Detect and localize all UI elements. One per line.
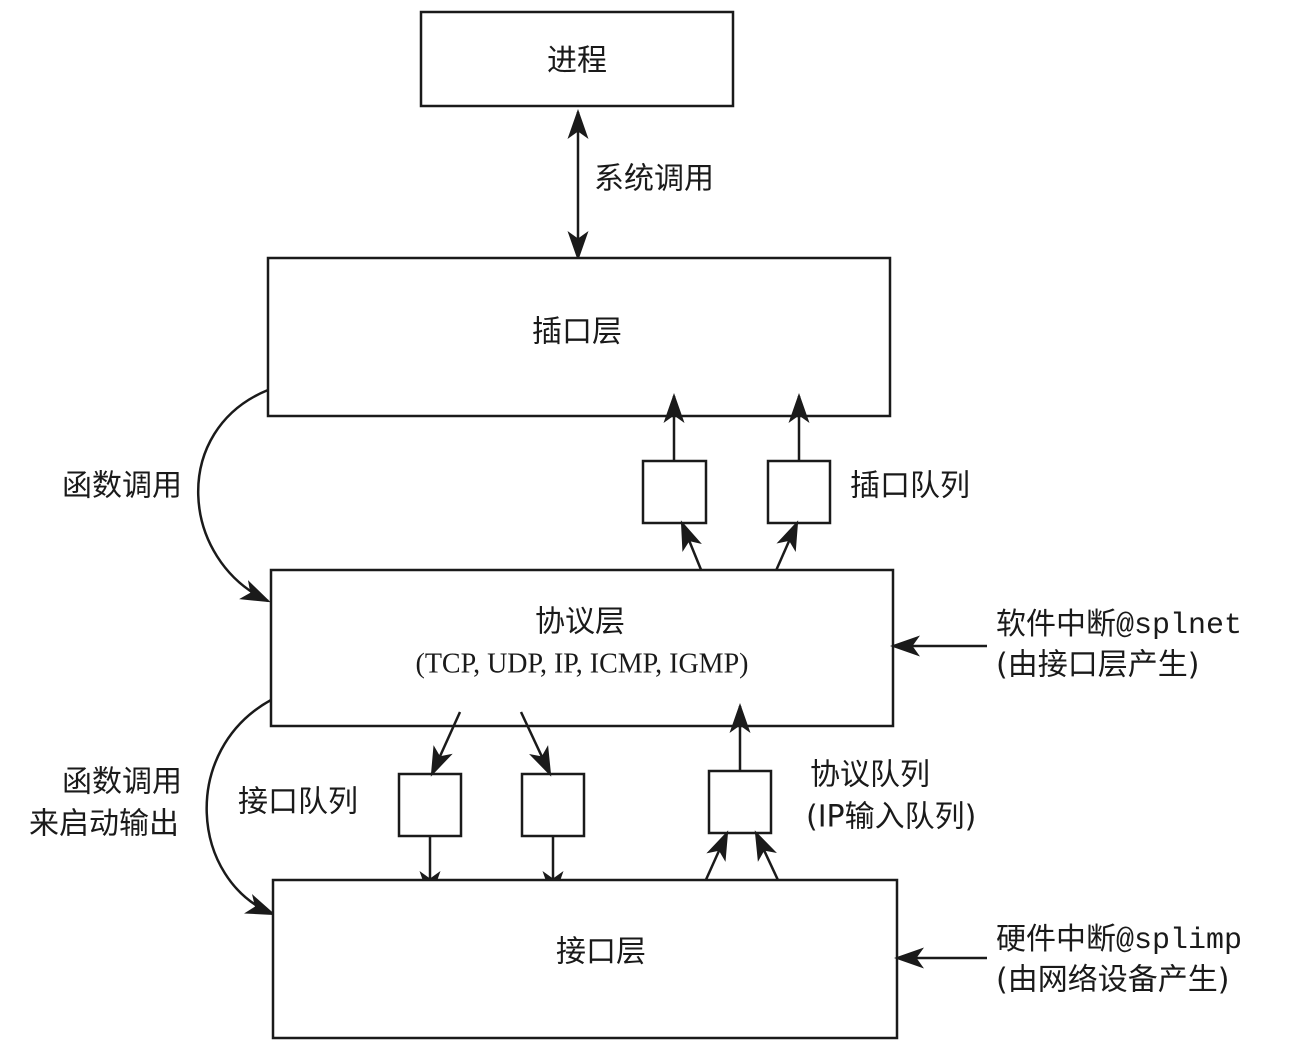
socket-layer-label: 插口层 bbox=[532, 315, 622, 350]
function-call-curve bbox=[196, 388, 271, 603]
interface-queue-in-arrow-2 bbox=[519, 711, 552, 777]
function-call-output-label-line2: 来启动输出 bbox=[29, 807, 179, 842]
function-call-label: 函数调用 bbox=[62, 469, 182, 504]
interface-layer-label: 接口层 bbox=[556, 935, 646, 970]
hardware-interrupt-code: @splimp bbox=[1116, 924, 1242, 958]
hardware-interrupt-label: 硬件中断@splimp bbox=[996, 922, 1242, 958]
hardware-interrupt-prefix: 硬件中断 bbox=[996, 922, 1116, 957]
process-box: 进程 bbox=[419, 10, 735, 108]
protocol-queue-box bbox=[707, 769, 773, 835]
function-call-output-curve bbox=[205, 698, 276, 916]
interface-layer-box: 接口层 bbox=[271, 878, 899, 1040]
process-label: 进程 bbox=[547, 44, 607, 79]
hardware-interrupt-source: (由网络设备产生) bbox=[996, 963, 1229, 998]
socket-layer-box: 插口层 bbox=[266, 256, 892, 418]
software-interrupt-label: 软件中断@splnet bbox=[996, 607, 1242, 643]
protocol-layer-box: 协议层 (TCP, UDP, IP, ICMP, IGMP) bbox=[269, 568, 895, 728]
interface-queue-label: 接口队列 bbox=[238, 785, 358, 820]
socket-queue-box-2 bbox=[766, 459, 832, 525]
protocol-queue-label-line1: 协议队列 bbox=[810, 758, 930, 793]
socket-queue-box-1 bbox=[641, 459, 708, 525]
protocol-list: (TCP, UDP, IP, ICMP, IGMP) bbox=[416, 648, 749, 679]
software-interrupt-prefix: 软件中断 bbox=[996, 607, 1116, 642]
protocol-queue-label-line2: (IP输入队列) bbox=[806, 800, 976, 835]
software-interrupt-code: @splnet bbox=[1116, 609, 1242, 643]
interface-queue-box-1 bbox=[397, 772, 463, 838]
software-interrupt-source: (由接口层产生) bbox=[996, 648, 1199, 683]
function-call-output-label-line1: 函数调用 bbox=[62, 765, 182, 800]
protocol-layer-label: 协议层 bbox=[535, 605, 625, 640]
system-call-label: 系统调用 bbox=[594, 162, 714, 197]
socket-queue-label: 插口队列 bbox=[850, 469, 970, 504]
interface-queue-box-2 bbox=[520, 772, 586, 838]
interface-queue-in-arrow-1 bbox=[430, 711, 462, 777]
